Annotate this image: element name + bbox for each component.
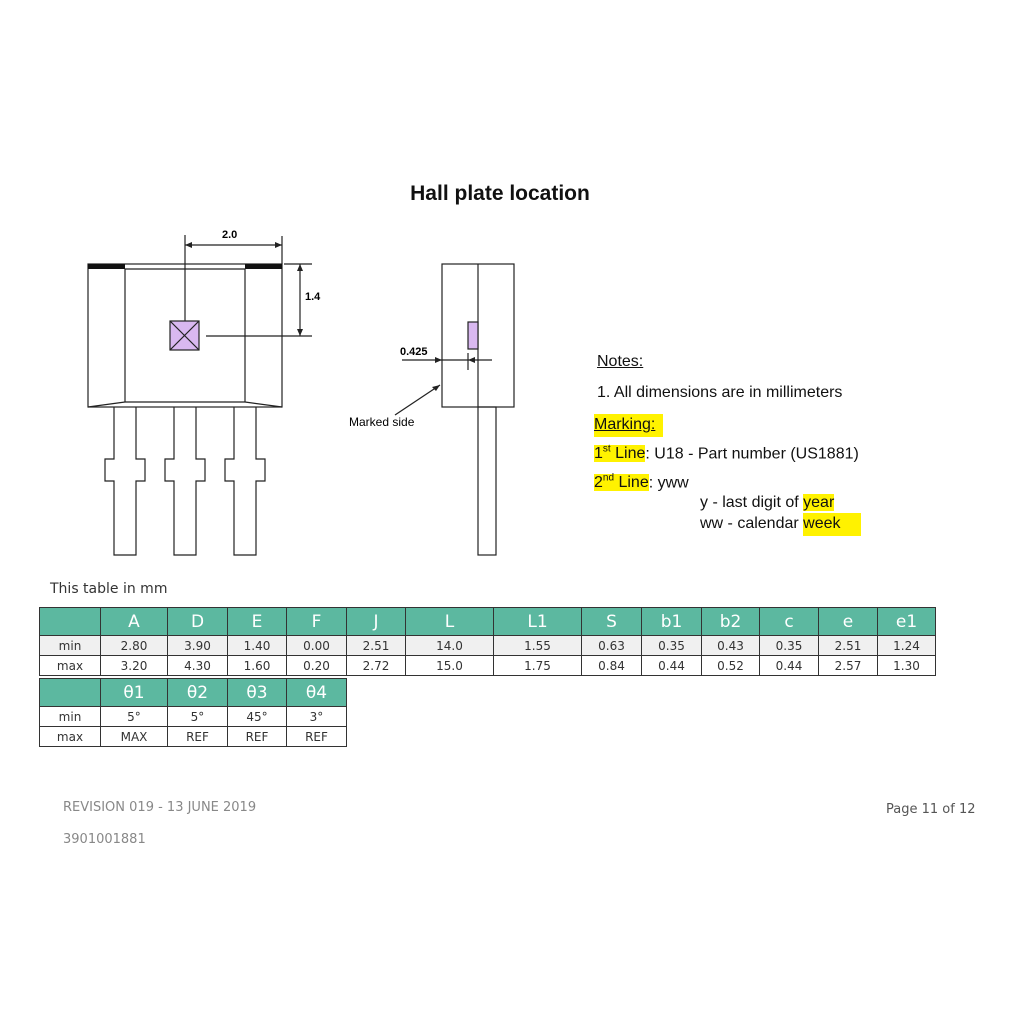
line2-sup: nd (602, 473, 615, 484)
table-cell: 0.35 (641, 635, 702, 656)
table-caption: This table in mm (50, 581, 168, 597)
marking-year-note: y - last digit of year (700, 494, 835, 512)
column-header: θ3 (227, 678, 287, 707)
table-cell: 0.44 (759, 655, 819, 676)
table-cell: 0.84 (581, 655, 642, 676)
column-header: E (227, 607, 287, 636)
table-cell: 1.60 (227, 655, 287, 676)
table-cell: 2.51 (818, 635, 878, 656)
table-cell: 1.40 (227, 635, 287, 656)
table-cell: 1.24 (877, 635, 936, 656)
column-header: F (286, 607, 347, 636)
table-cell: 2.72 (346, 655, 406, 676)
column-header: A (100, 607, 168, 636)
line2-number: 2 (594, 474, 603, 492)
row-label: max (39, 726, 101, 747)
marking-label: Marking: (594, 414, 664, 437)
line1-text: : U18 - Part number (US1881) (645, 445, 859, 463)
line1-sup: st (602, 444, 611, 455)
table-cell: 14.0 (405, 635, 494, 656)
table-cell: 0.43 (701, 635, 760, 656)
column-header: θ2 (167, 678, 228, 707)
year-text: y - last digit of (700, 494, 804, 511)
table-cell: 1.30 (877, 655, 936, 676)
table-cell: 1.75 (493, 655, 582, 676)
table-cell: 2.57 (818, 655, 878, 676)
table-cell: 1.55 (493, 635, 582, 656)
row-label: min (39, 706, 101, 727)
column-header: J (346, 607, 406, 636)
table-cell: 0.52 (701, 655, 760, 676)
week-text: ww - calendar (700, 515, 804, 532)
table-cell: 45° (227, 706, 287, 727)
note-1: 1. All dimensions are in millimeters (597, 384, 843, 401)
column-header: c (759, 607, 819, 636)
line1-number: 1 (594, 445, 603, 463)
column-header: e (818, 607, 878, 636)
table-cell: MAX (100, 726, 168, 747)
column-header: S (581, 607, 642, 636)
marking-heading: Marking: (594, 414, 669, 437)
table-cell: 0.20 (286, 655, 347, 676)
year-highlight: year (803, 494, 835, 511)
week-highlight: week (803, 513, 861, 536)
leads (104, 407, 266, 556)
front-view (87, 235, 312, 556)
side-view (394, 263, 515, 556)
column-header: L1 (493, 607, 582, 636)
marking-week-note: ww - calendar week (700, 513, 861, 536)
dim-width-label: 2.0 (222, 229, 237, 241)
header-blank (39, 678, 101, 707)
table-cell: REF (167, 726, 228, 747)
column-header: e1 (877, 607, 936, 636)
table-cell: 0.63 (581, 635, 642, 656)
hall-plate-drawing: 2.0 1.4 0.425 Marked side (87, 229, 515, 556)
column-header: L (405, 607, 494, 636)
table-cell: 4.30 (167, 655, 228, 676)
line2-word: Line (614, 474, 649, 492)
dim-height-label: 1.4 (305, 291, 321, 303)
column-header: θ1 (100, 678, 168, 707)
marking-line-2: 2nd Line: yww (594, 473, 689, 492)
notes-heading: Notes: (597, 353, 644, 370)
column-header: b2 (701, 607, 760, 636)
table-cell: 2.51 (346, 635, 406, 656)
page-title: Hall plate location (410, 182, 590, 205)
doc-number: 3901001881 (63, 832, 146, 847)
line1-word: Line (610, 445, 646, 463)
row-label: max (39, 655, 101, 676)
table-cell: 0.35 (759, 635, 819, 656)
column-header: θ4 (286, 678, 347, 707)
table-cell: REF (286, 726, 347, 747)
marked-side-label: Marked side (349, 415, 415, 429)
marking-line-1: 1st Line: U18 - Part number (US1881) (594, 444, 859, 463)
table-cell: 0.44 (641, 655, 702, 676)
table-cell: 0.00 (286, 635, 347, 656)
row-label: min (39, 635, 101, 656)
table-cell: 5° (100, 706, 168, 727)
table-cell: 3.20 (100, 655, 168, 676)
revision-text: REVISION 019 - 13 JUNE 2019 (63, 800, 257, 815)
line2-text: : yww (648, 474, 689, 492)
page-number: Page 11 of 12 (886, 802, 976, 817)
header-blank (39, 607, 101, 636)
table-cell: 3° (286, 706, 347, 727)
table-cell: 5° (167, 706, 228, 727)
table-cell: 3.90 (167, 635, 228, 656)
dim-offset-label: 0.425 (400, 346, 428, 358)
column-header: b1 (641, 607, 702, 636)
table-cell: 15.0 (405, 655, 494, 676)
table-cell: 2.80 (100, 635, 168, 656)
table-cell: REF (227, 726, 287, 747)
column-header: D (167, 607, 228, 636)
